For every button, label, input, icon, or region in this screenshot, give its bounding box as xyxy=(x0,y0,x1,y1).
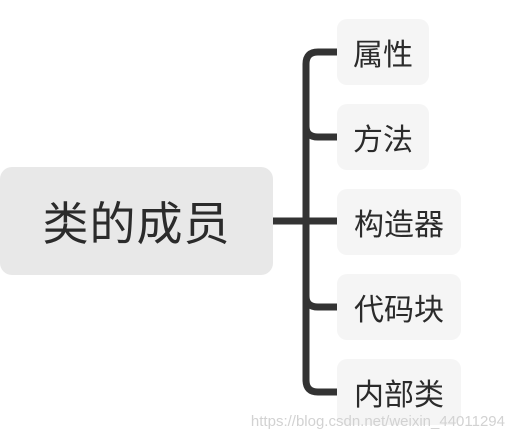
child-label: 方法 xyxy=(353,123,413,158)
child-label: 属性 xyxy=(353,38,413,73)
child-node-methods: 方法 xyxy=(337,104,429,170)
child-node-attributes: 属性 xyxy=(337,19,429,85)
watermark-text: https://blog.csdn.net/weixin_44011294 xyxy=(250,413,505,430)
child-node-inner-classes: 内部类 xyxy=(337,359,461,425)
root-node: 类的成员 xyxy=(0,167,273,275)
child-node-code-blocks: 代码块 xyxy=(337,274,461,340)
branch-connector-3 xyxy=(302,295,337,311)
root-label: 类的成员 xyxy=(42,197,231,251)
child-label: 构造器 xyxy=(354,208,444,243)
branch-connector-1 xyxy=(302,125,337,141)
child-node-constructors: 构造器 xyxy=(337,189,461,255)
child-label: 内部类 xyxy=(354,378,444,413)
child-label: 代码块 xyxy=(354,293,444,328)
